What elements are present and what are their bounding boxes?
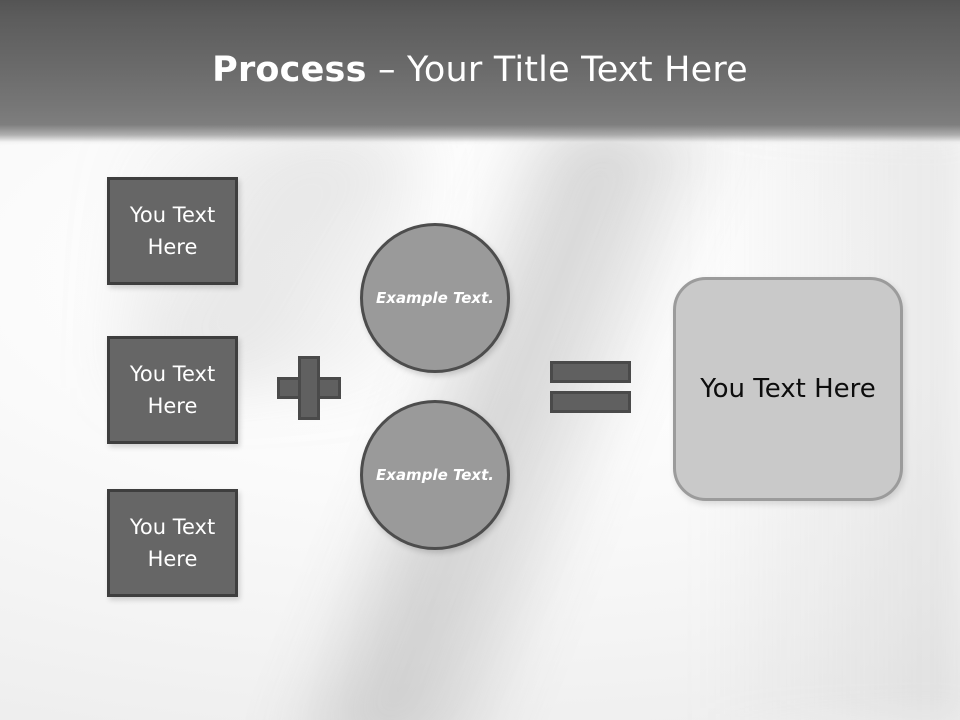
equals-icon-top-bar [550,361,631,383]
equals-icon [550,361,631,413]
input-box-1[interactable]: You Text Here [107,177,238,285]
page-title-strong: Process [212,50,367,90]
page-title-rest: – Your Title Text Here [366,50,748,90]
equals-icon-bottom-bar [550,391,631,413]
example-circle-2-label: Example Text. [376,466,494,484]
example-circle-2[interactable]: Example Text. [360,400,510,550]
example-circle-1[interactable]: Example Text. [360,223,510,373]
input-box-2-label: You Text Here [129,362,216,418]
input-box-1-label: You Text Here [129,203,216,259]
result-box-label: You Text Here [700,374,876,404]
plus-icon-center-fill [301,380,317,396]
result-box[interactable]: You Text Here [673,277,903,501]
input-box-2[interactable]: You Text Here [107,336,238,444]
input-box-3-label: You Text Here [129,515,216,571]
input-box-3[interactable]: You Text Here [107,489,238,597]
page-title: Process – Your Title Text Here [0,48,960,92]
plus-icon [277,356,341,420]
example-circle-1-label: Example Text. [376,289,494,307]
